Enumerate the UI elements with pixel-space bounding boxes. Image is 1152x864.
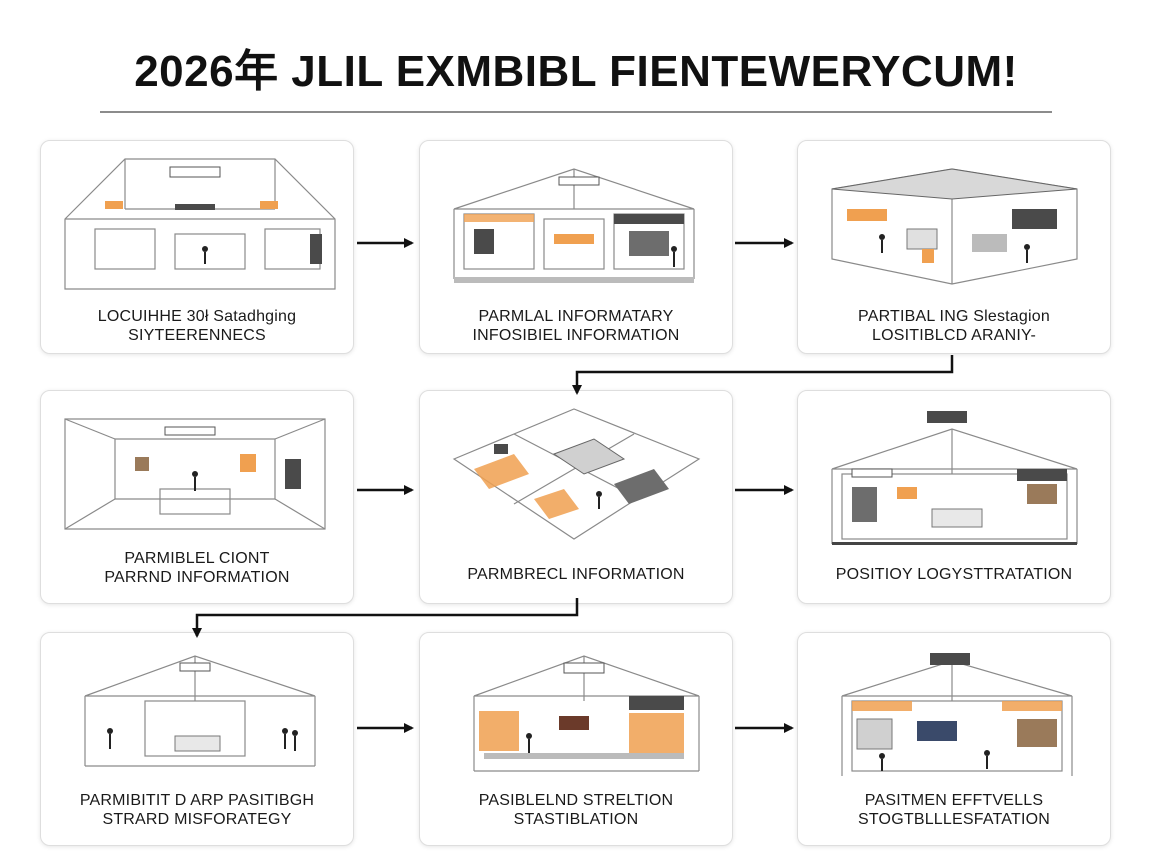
exhibition-isometric-illustration	[452, 408, 701, 540]
exhibition-tent-illustration	[473, 655, 700, 772]
step-card-5: PARMBRECL INFORMATION	[419, 390, 733, 604]
page-title: 2026年 JLIL EXMBIBL FIENTEWERYCUM!	[134, 47, 1018, 96]
card-caption-line: LOSITIBLCD ARANIY-	[872, 327, 1036, 344]
exhibition-tent-illustration	[84, 655, 316, 767]
exhibition-hall-illustration	[64, 158, 336, 290]
step-card-4: PARMIBLEL CIONT PARRND INFORMATION	[40, 390, 354, 604]
step-card-7: PARMIBITIT D ARP PASITIBGH STRARD MISFOR…	[40, 632, 354, 846]
card-caption-line: POSITIOY LOGYSTTRATATION	[835, 566, 1073, 583]
exhibition-tent-illustration	[453, 168, 695, 283]
card-caption-line: STASTIBLATION	[513, 811, 639, 828]
card-caption-line: LOCUIHHE 30ł Satadhging	[97, 308, 297, 325]
step-card-8: PASIBLELND STRELTION STASTIBLATION	[419, 632, 733, 846]
card-caption-line: PASITMEN EFFTVELLS	[864, 792, 1044, 809]
card-caption-line: SIYTEERENNECS	[128, 327, 266, 344]
exhibition-tent-illustration	[841, 653, 1073, 776]
card-caption-line: PARMBRECL INFORMATION	[467, 566, 685, 583]
card-caption-line: PASIBLELND STRELTION	[478, 792, 674, 809]
card-caption-line: PARMLAL INFORMATARY	[478, 308, 674, 325]
card-caption-line: PARTIBAL ING Slestagion	[858, 308, 1050, 325]
exhibition-isometric-illustration	[831, 168, 1078, 285]
card-caption-line: INFOSIBIEL INFORMATION	[472, 327, 680, 344]
step-card-9: PASITMEN EFFTVELLS STOGTBLLLESFATATION	[797, 632, 1111, 846]
card-caption-line: PARRND INFORMATION	[104, 569, 290, 586]
title-divider	[100, 111, 1052, 113]
step-card-3: PARTIBAL ING Slestagion LOSITIBLCD ARANI…	[797, 140, 1111, 354]
step-card-6: POSITIOY LOGYSTTRATATION	[797, 390, 1111, 604]
arrow-3-5	[572, 355, 954, 395]
card-caption-line: PARMIBLEL CIONT	[124, 550, 270, 567]
exhibition-tent-illustration	[831, 411, 1078, 545]
card-caption-line: PARMIBITIT D ARP PASITIBGH	[79, 792, 315, 809]
card-caption-line: STOGTBLLLESFATATION	[858, 811, 1050, 828]
step-card-2: PARMLAL INFORMATARY INFOSIBIEL INFORMATI…	[419, 140, 733, 354]
step-card-1: LOCUIHHE 30ł Satadhging SIYTEERENNECS	[40, 140, 354, 354]
card-caption-line: STRARD MISFORATEGY	[102, 811, 292, 828]
exhibition-hall-illustration	[64, 418, 326, 530]
